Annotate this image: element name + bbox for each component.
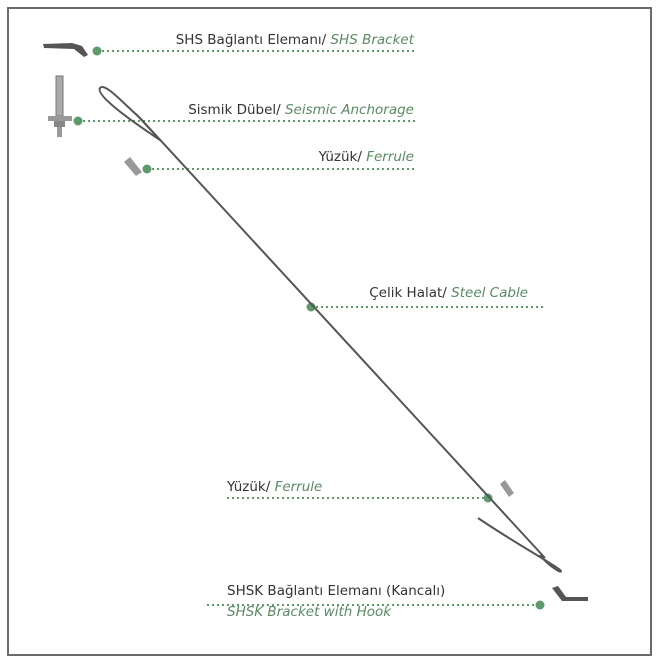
label-en: Ferrule (366, 149, 414, 165)
marker-dot (483, 493, 493, 503)
label-tr: Sismik Dübel/ (188, 102, 285, 118)
shs-bracket-icon (43, 43, 88, 57)
frame-border (7, 7, 652, 656)
ferrule-bottom-icon (500, 480, 514, 497)
steel-cable-icon (98, 86, 562, 573)
label-tr: Yüzük/ (318, 149, 367, 165)
label-steel-cable: Çelik Halat/ Steel Cable (369, 285, 528, 301)
label-seismic-anchorage: Sismik Dübel/ Seismic Anchorage (188, 102, 414, 118)
label-ferrule-bottom: Yüzük/ Ferrule (227, 479, 322, 495)
marker-dot (73, 116, 83, 126)
label-tr: SHS Bağlantı Elemanı/ (175, 32, 331, 48)
marker-dot (142, 164, 152, 174)
label-en: Steel Cable (451, 285, 528, 301)
label-en: Seismic Anchorage (284, 102, 414, 118)
shsk-bracket-icon (552, 586, 588, 601)
label-tr: Yüzük/ (227, 479, 275, 495)
marker-dot (535, 600, 545, 610)
marker-dot (92, 46, 102, 56)
label-en: Ferrule (274, 479, 323, 495)
ferrule-top-icon (124, 157, 142, 176)
label-tr: Çelik Halat/ (369, 285, 452, 301)
seismic-anchor-icon (48, 75, 72, 137)
label-shsk-bracket-tr: SHSK Bağlantı Elemanı (Kancalı) (227, 583, 446, 599)
label-ferrule-top: Yüzük/ Ferrule (319, 149, 414, 165)
label-shsk-bracket-en: SHSK Bracket with Hook (227, 604, 392, 620)
label-shs-bracket: SHS Bağlantı Elemanı/ SHS Bracket (176, 32, 414, 48)
label-en: SHS Bracket (330, 32, 414, 48)
